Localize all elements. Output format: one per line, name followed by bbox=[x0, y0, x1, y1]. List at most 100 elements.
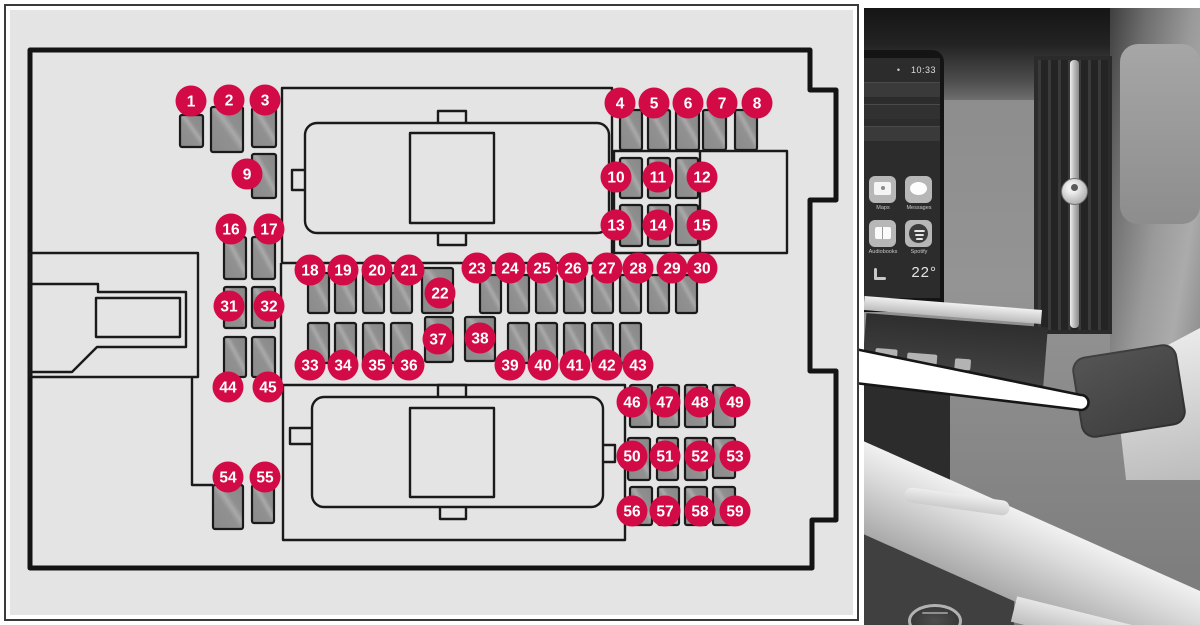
fuse-number-30: 30 bbox=[693, 261, 710, 278]
fuse-marker-55 bbox=[249, 461, 281, 493]
dashboard-trim-panel bbox=[1120, 44, 1200, 224]
fuse-marker-51 bbox=[649, 440, 681, 472]
fuse-number-1: 1 bbox=[187, 94, 196, 111]
fuse-number-56: 56 bbox=[623, 504, 641, 521]
fuse-number-21: 21 bbox=[400, 263, 418, 280]
fuse-marker-22 bbox=[424, 277, 456, 309]
fuse-panel-cover bbox=[1070, 342, 1188, 440]
app-label-spotify: Spotify bbox=[910, 249, 928, 255]
fuse-number-23: 23 bbox=[468, 261, 486, 278]
fuse-marker-54 bbox=[212, 461, 244, 493]
fuse-marker-50 bbox=[616, 440, 648, 472]
fuse-number-13: 13 bbox=[607, 218, 625, 235]
fuse-marker-30 bbox=[686, 252, 718, 284]
fuse-marker-6 bbox=[672, 87, 704, 119]
fuse-number-7: 7 bbox=[718, 96, 727, 113]
relay-upper-body bbox=[303, 121, 611, 235]
relay-module-lower bbox=[281, 383, 627, 542]
fuse-number-25: 25 bbox=[533, 261, 551, 278]
fuse-marker-37 bbox=[422, 323, 454, 355]
fuse-marker-8 bbox=[741, 87, 773, 119]
relay-lower-right-tab bbox=[602, 443, 617, 464]
media-row bbox=[864, 126, 940, 141]
fuse-number-8: 8 bbox=[753, 96, 762, 113]
fuse-marker-34 bbox=[327, 349, 359, 381]
fuse-number-54: 54 bbox=[219, 470, 237, 487]
fuse-marker-2 bbox=[213, 84, 245, 116]
fuse-marker-53 bbox=[719, 440, 751, 472]
start-knob-marking bbox=[922, 612, 948, 614]
fuse-number-2: 2 bbox=[225, 93, 234, 110]
screen-temperature: 22° bbox=[911, 264, 937, 281]
relay-upper-left-notch bbox=[290, 168, 306, 192]
status-dot-icon: • bbox=[896, 65, 900, 75]
fuse-number-45: 45 bbox=[259, 380, 277, 397]
fuse-number-48: 48 bbox=[691, 395, 709, 412]
vent-knob-dot bbox=[1071, 184, 1078, 191]
fuse-marker-11 bbox=[642, 161, 674, 193]
fuse-marker-40 bbox=[527, 349, 559, 381]
fuse-number-10: 10 bbox=[607, 170, 624, 187]
fuse-number-27: 27 bbox=[598, 261, 615, 278]
fuse-number-24: 24 bbox=[501, 261, 519, 278]
fuse-marker-18 bbox=[294, 254, 326, 286]
fuse-number-5: 5 bbox=[650, 96, 659, 113]
fuse-number-53: 53 bbox=[726, 449, 744, 466]
fuse-marker-10 bbox=[600, 161, 632, 193]
fuse-number-9: 9 bbox=[243, 167, 252, 184]
fuse-marker-23 bbox=[461, 252, 493, 284]
spotify-arc bbox=[916, 238, 923, 240]
fuse-number-36: 36 bbox=[400, 358, 418, 375]
fuse-number-58: 58 bbox=[691, 504, 709, 521]
fuse-marker-46 bbox=[616, 386, 648, 418]
fuse-number-46: 46 bbox=[623, 395, 641, 412]
fuse-marker-49 bbox=[719, 386, 751, 418]
relay-lower-center bbox=[408, 406, 496, 499]
fuse-number-42: 42 bbox=[598, 358, 615, 375]
fuse-number-11: 11 bbox=[650, 170, 667, 187]
climate-button bbox=[906, 352, 938, 366]
fuse-marker-21 bbox=[393, 254, 425, 286]
fuse-marker-24 bbox=[494, 252, 526, 284]
fuse-number-50: 50 bbox=[623, 449, 640, 466]
fuse-number-33: 33 bbox=[301, 358, 319, 375]
fuse-marker-39 bbox=[494, 349, 526, 381]
fuse-number-32: 32 bbox=[260, 299, 277, 316]
fuse-number-22: 22 bbox=[431, 286, 448, 303]
fuse-marker-3 bbox=[249, 84, 281, 116]
map-pin-glyph bbox=[881, 186, 885, 190]
fuse-marker-19 bbox=[327, 254, 359, 286]
vent-knob bbox=[1061, 178, 1088, 205]
relay-upper-top-tab bbox=[436, 109, 468, 124]
fuse-number-35: 35 bbox=[368, 358, 386, 375]
fuse-marker-12 bbox=[686, 161, 718, 193]
messages-app-icon bbox=[905, 176, 932, 203]
fuse-number-39: 39 bbox=[501, 358, 519, 375]
fusebox-outline bbox=[27, 47, 839, 571]
partition-line bbox=[190, 377, 213, 487]
fuse-number-57: 57 bbox=[656, 504, 673, 521]
fuse-marker-56 bbox=[616, 495, 648, 527]
fuse-marker-17 bbox=[253, 213, 285, 245]
fuse-number-59: 59 bbox=[726, 504, 744, 521]
fuse-marker-15 bbox=[686, 209, 718, 241]
start-knob bbox=[908, 604, 962, 625]
fuse-slot-44 bbox=[222, 335, 248, 379]
fuse-marker-42 bbox=[591, 349, 623, 381]
fuse-marker-26 bbox=[557, 252, 589, 284]
fuse-number-49: 49 bbox=[726, 395, 744, 412]
infotainment-screen: • 10:33 Maps Messages bbox=[864, 58, 940, 298]
fuse-slot-45 bbox=[250, 335, 277, 379]
fuse-marker-16 bbox=[215, 213, 247, 245]
fuse-number-37: 37 bbox=[429, 332, 446, 349]
fuse-marker-38 bbox=[464, 322, 496, 354]
fuse-marker-4 bbox=[604, 87, 636, 119]
media-row bbox=[864, 82, 940, 97]
fuse-number-43: 43 bbox=[629, 358, 647, 375]
relay-upper-housing bbox=[280, 86, 614, 265]
fuse-marker-32 bbox=[253, 290, 285, 322]
fuse-number-29: 29 bbox=[663, 261, 681, 278]
fuse-slot-1 bbox=[178, 113, 205, 149]
fuse-number-40: 40 bbox=[534, 358, 551, 375]
